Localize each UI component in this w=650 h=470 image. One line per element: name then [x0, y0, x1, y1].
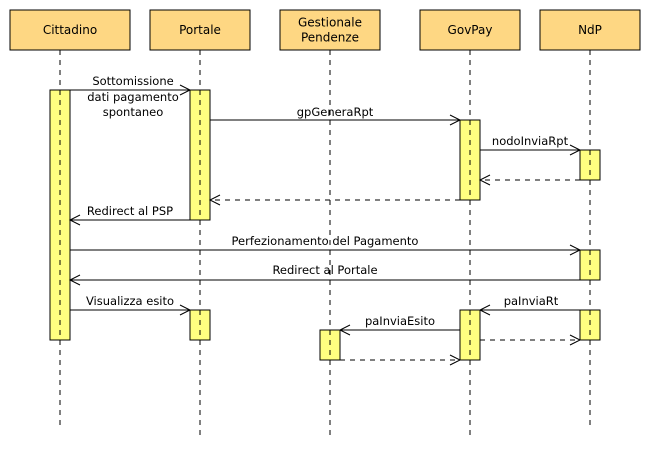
- message-painviaesito-return: [340, 354, 462, 366]
- message-label-visualizza-esito: Visualizza esito: [86, 294, 174, 308]
- participant-label-ndp: NdP: [578, 23, 602, 37]
- message-nodoinviarpt-return: [478, 174, 580, 186]
- participant-box-gestionale: [279, 9, 381, 51]
- message-label-redirect-psp: Redirect al PSP: [87, 204, 173, 218]
- message-redirect-portale: Redirect al Portale: [68, 263, 580, 286]
- message-visualizza-esito: Visualizza esito: [70, 294, 192, 316]
- message-gpgenerarpt-return: [208, 194, 460, 206]
- participant-label-gestionale: Pendenze: [301, 31, 359, 45]
- arrowhead-icon: [179, 84, 192, 96]
- message-painviart: paInviaRt: [478, 294, 580, 316]
- arrowhead-icon: [68, 214, 81, 226]
- arrowhead-icon: [569, 244, 582, 256]
- message-label-sottomissione: dati pagamento: [87, 90, 179, 104]
- arrowhead-icon: [449, 354, 462, 366]
- message-label-painviart: paInviaRt: [504, 294, 559, 308]
- arrowhead-icon: [478, 174, 491, 186]
- participant-label-cittadino: Cittadino: [43, 23, 97, 37]
- arrowhead-icon: [179, 304, 192, 316]
- participant-cittadino: Cittadino: [9, 9, 131, 430]
- message-redirect-psp: Redirect al PSP: [68, 204, 190, 226]
- arrowhead-icon: [208, 194, 221, 206]
- arrowhead-icon: [569, 334, 582, 346]
- participant-label-portale: Portale: [179, 23, 221, 37]
- message-painviart-return: [480, 334, 582, 346]
- message-perfezionamento: Perfezionamento del Pagamento: [70, 234, 582, 256]
- message-label-sottomissione: Sottomissione: [92, 74, 173, 88]
- arrowhead-icon: [338, 324, 351, 336]
- arrowhead-icon: [569, 144, 582, 156]
- arrowhead-icon: [68, 274, 81, 286]
- participant-box-govpay: [419, 9, 521, 51]
- participant-box-portale: [149, 9, 251, 51]
- participant-ndp: NdP: [539, 9, 641, 430]
- message-painviaesito: paInviaEsito: [338, 314, 460, 336]
- message-gpgenerarpt: gpGeneraRpt: [210, 105, 462, 126]
- message-label-gpgenerarpt: gpGeneraRpt: [297, 105, 374, 119]
- message-nodoinviarpt: nodoInviaRpt: [480, 134, 582, 156]
- message-label-sottomissione: spontaneo: [103, 105, 164, 119]
- participant-label-govpay: GovPay: [448, 23, 493, 37]
- participant-label-gestionale: Gestionale: [298, 16, 362, 30]
- message-label-redirect-portale: Redirect al Portale: [272, 263, 377, 277]
- arrowhead-icon: [449, 114, 462, 126]
- message-label-painviaesito: paInviaEsito: [365, 314, 435, 328]
- participant-box-ndp: [539, 9, 641, 51]
- arrowhead-icon: [478, 304, 491, 316]
- participant-govpay: GovPay: [419, 9, 521, 440]
- participant-box-cittadino: [9, 9, 131, 51]
- message-label-perfezionamento: Perfezionamento del Pagamento: [232, 234, 419, 248]
- message-label-nodoinviarpt: nodoInviaRpt: [492, 134, 569, 148]
